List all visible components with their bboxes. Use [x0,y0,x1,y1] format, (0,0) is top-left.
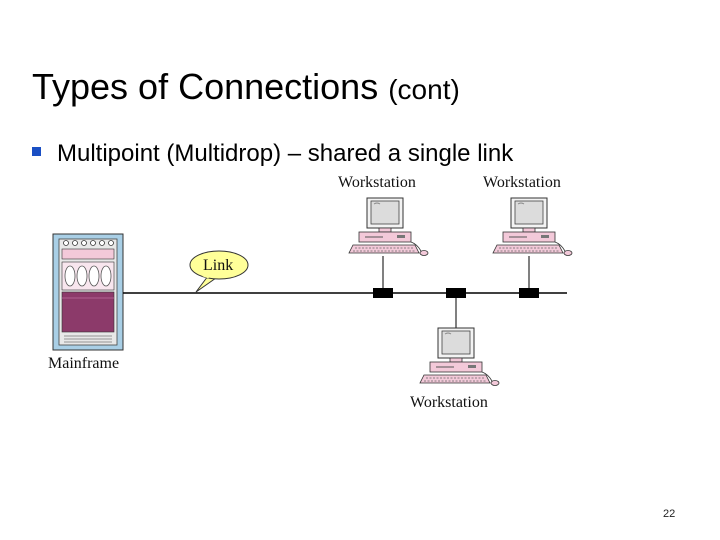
workstation-icon-1 [348,197,429,256]
tap-connector-1 [373,288,393,298]
slide-title-suffix: (cont) [388,74,460,105]
bullet-text: Multipoint (Multidrop) – shared a single… [57,140,514,167]
workstation-label-3: Workstation [410,394,488,411]
link-callout-bubble [189,250,249,293]
mainframe-label: Mainframe [48,355,120,372]
tap-connector-2 [446,288,466,298]
mainframe-icon [52,233,124,351]
tap-connector-3 [519,288,539,298]
workstation-icon-3 [419,327,500,386]
bullet-square-icon [32,147,41,156]
workstation-label-1: Workstation [338,174,416,191]
page-number: 22 [663,508,676,520]
workstation-label-2: Workstation [483,174,561,191]
slide-title: Types of Connections (cont) [32,66,460,108]
link-label: Link [203,257,234,274]
slide-title-main: Types of Connections [32,66,379,107]
bullet-item: Multipoint (Multidrop) – shared a single… [32,140,513,168]
workstation-icon-2 [492,197,573,256]
